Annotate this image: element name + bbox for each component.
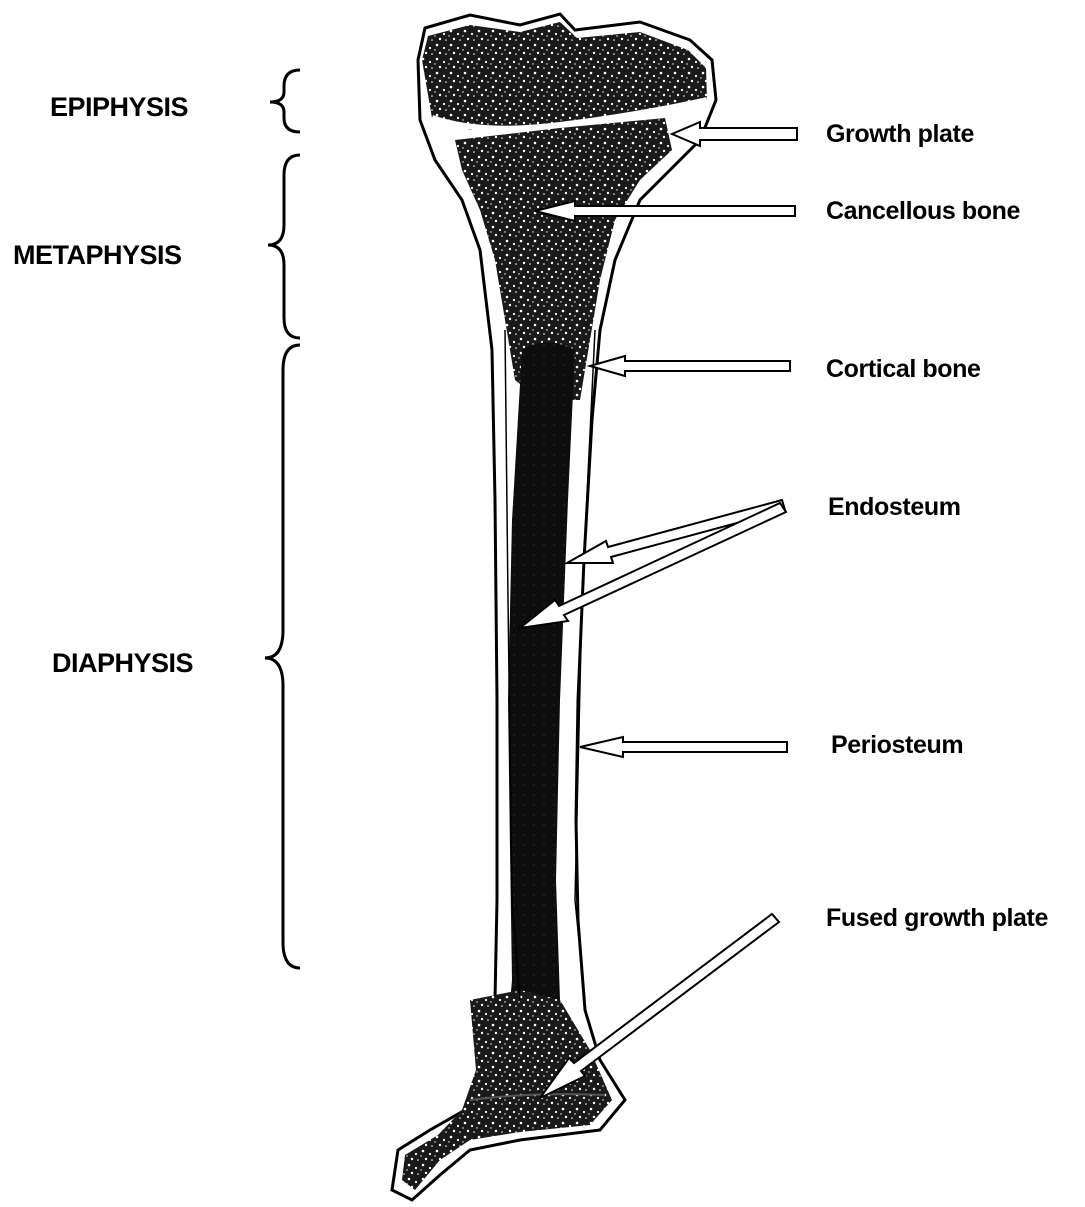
metaphysis-label: METAPHYSIS [13, 240, 182, 271]
metaphysis-brace [268, 155, 300, 338]
epiphysis-label: EPIPHYSIS [50, 92, 188, 123]
endosteum-label: Endosteum [828, 493, 961, 522]
cortical-bone-label: Cortical bone [826, 355, 981, 384]
cancellous-bone-arrow [535, 201, 795, 221]
diaphysis-label: DIAPHYSIS [52, 648, 193, 679]
periosteum-arrow [580, 737, 787, 757]
periosteum-label: Periosteum [831, 731, 963, 760]
cancellous-bone-label: Cancellous bone [826, 197, 1020, 226]
fused-growth-plate-label: Fused growth plate [826, 904, 1048, 933]
epiphysis-brace [270, 70, 300, 132]
diaphysis-brace [265, 345, 300, 968]
cortical-bone-arrow [590, 356, 790, 376]
growth-plate-label: Growth plate [826, 120, 974, 149]
growth-plate-arrow [672, 122, 797, 146]
